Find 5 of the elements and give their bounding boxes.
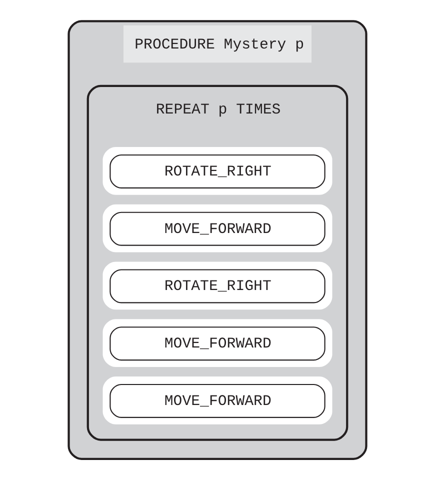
node-box: ROTATE_RIGHT — [102, 147, 332, 195]
node-box: MOVE_FORWARD — [102, 319, 332, 367]
node-box: ROTATE_RIGHT — [102, 262, 332, 310]
node-box: MOVE_FORWARD — [102, 204, 332, 252]
node-box: MOVE_FORWARD — [102, 376, 332, 424]
